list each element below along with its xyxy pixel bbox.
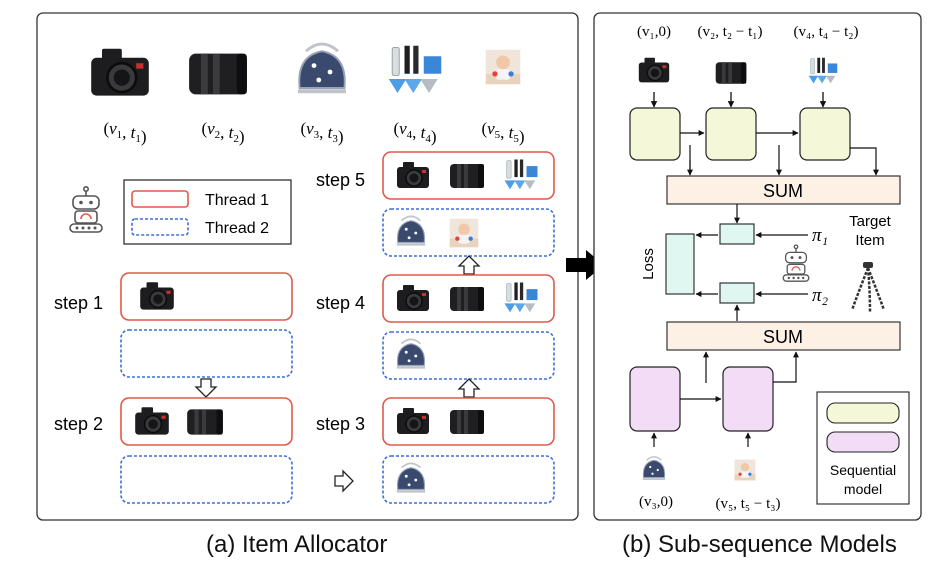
step-1-label: step 1 bbox=[54, 293, 103, 313]
policy-box-1 bbox=[719, 223, 755, 245]
lens-icon bbox=[450, 164, 484, 188]
seq-model-bottom-1 bbox=[629, 366, 681, 432]
product-row bbox=[89, 40, 521, 102]
item-label-2: (v2, t2) bbox=[201, 119, 244, 146]
input-label-3: (v₄, t₄ − t₂) bbox=[794, 24, 859, 40]
lens-icon bbox=[189, 53, 247, 95]
caption-panel-a: (a) Item Allocator bbox=[206, 531, 388, 558]
loss-label: Loss bbox=[640, 248, 657, 280]
model-legend-green bbox=[826, 402, 900, 424]
item-label-5: (v5, t5) bbox=[481, 119, 524, 146]
item-label-3: (v3, t3) bbox=[300, 119, 343, 146]
model-legend-purple bbox=[826, 431, 900, 453]
model-legend-label-1: Sequential bbox=[830, 462, 896, 478]
target-label-line1: Target bbox=[849, 213, 892, 230]
input-label-4: (v₃,0) bbox=[639, 494, 673, 510]
item-label-4: (v4, t4) bbox=[393, 119, 436, 146]
step3-thread2 bbox=[382, 455, 555, 504]
seq-model-top-2 bbox=[705, 107, 757, 161]
sum-top-label: SUM bbox=[763, 181, 803, 201]
step-5-label: step 5 bbox=[316, 170, 365, 190]
input-label-2: (v₂, t₂ − t₁) bbox=[698, 24, 763, 40]
caption-panel-b: (b) Sub-sequence Models bbox=[622, 531, 897, 558]
input-label-1: (v₁,0) bbox=[637, 24, 671, 40]
target-label-line2: Item bbox=[855, 232, 884, 249]
model-legend-label-2: model bbox=[844, 481, 882, 497]
step1-thread2 bbox=[120, 329, 293, 378]
item-labels: (v1, t1) (v2, t2) (v3, t3) (v4, t4) (v5, t5) bbox=[103, 119, 524, 146]
sum-box-top bbox=[666, 175, 901, 205]
baby-photo-icon bbox=[485, 49, 521, 85]
seq-model-top-1 bbox=[629, 107, 681, 161]
lens-icon bbox=[715, 62, 747, 84]
item-label-1: (v1, t1) bbox=[103, 119, 146, 146]
step-4-label: step 4 bbox=[316, 293, 365, 313]
legend-thread2-label: Thread 2 bbox=[205, 220, 269, 237]
sum-bottom-label: SUM bbox=[763, 327, 803, 347]
input-label-5: (v₅, t₅ − t₃) bbox=[716, 496, 781, 512]
step2-thread2 bbox=[120, 455, 293, 504]
seq-model-top-3 bbox=[799, 107, 851, 161]
pi1-label: π₁ bbox=[812, 225, 828, 246]
diagram: (v1, t1) (v2, t2) (v3, t3) (v4, t4) (v5, t5)… bbox=[36, 12, 922, 521]
sum-box-bottom bbox=[666, 321, 901, 351]
step-3-label: step 3 bbox=[316, 414, 365, 434]
legend-thread1-label: Thread 1 bbox=[205, 192, 269, 209]
legend-thread1-swatch bbox=[131, 190, 189, 208]
lens-icon bbox=[187, 409, 223, 435]
baby-photo-icon bbox=[449, 218, 479, 248]
legend-thread2-swatch bbox=[131, 218, 189, 236]
pi2-label: π₂ bbox=[812, 285, 829, 306]
step-2-label: step 2 bbox=[54, 414, 103, 434]
step4-thread2 bbox=[382, 331, 555, 380]
lens-icon bbox=[450, 287, 484, 311]
policy-box-2 bbox=[719, 282, 755, 304]
loss-box bbox=[665, 233, 695, 295]
seq-model-bottom-2 bbox=[722, 366, 774, 432]
baby-photo-icon bbox=[734, 459, 756, 481]
camera-icon bbox=[89, 40, 151, 102]
lens-icon bbox=[450, 410, 484, 434]
